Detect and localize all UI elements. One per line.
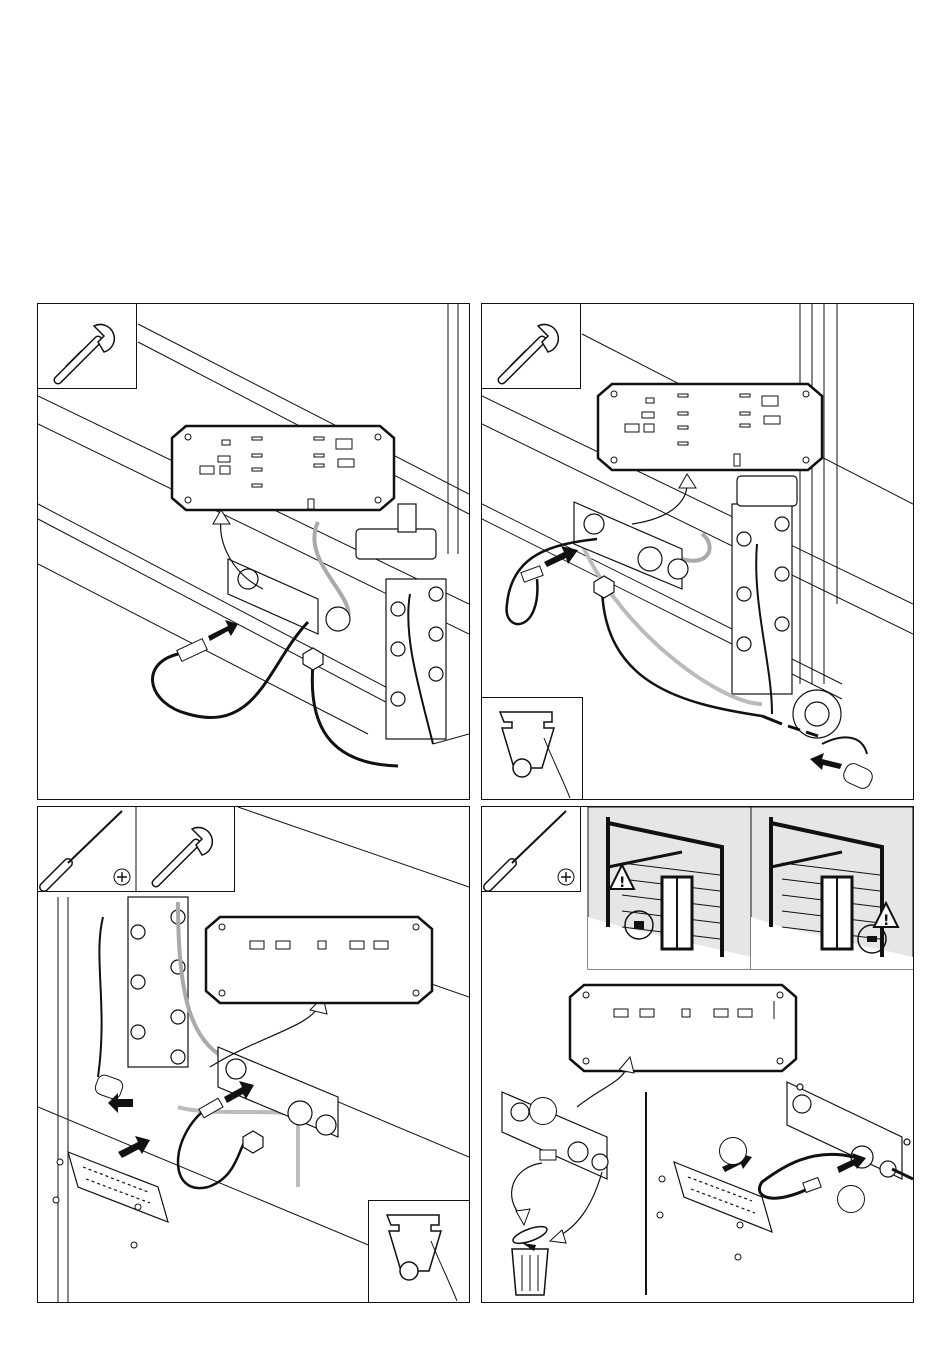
rail-clip-icon [369, 1201, 469, 1303]
tools-box-4 [482, 807, 581, 892]
control-board-closeup-4 [570, 985, 796, 1071]
tools-box-3 [38, 807, 235, 892]
control-board-closeup-2 [598, 384, 822, 470]
tools-icons-3 [38, 807, 234, 891]
tools-box-2 [482, 304, 581, 389]
open-end-wrench-icon [156, 827, 212, 883]
svg-text:!: ! [619, 875, 625, 891]
phillips-screwdriver-icon [482, 807, 580, 891]
step-panel-1 [37, 303, 470, 800]
substep-circle-3 [837, 1185, 865, 1213]
door-scene-warning-left: ! [588, 807, 751, 969]
rail-clip-inset-3 [368, 1200, 470, 1303]
rail-clip-inset-2 [482, 697, 583, 800]
step-panel-3 [37, 806, 470, 1303]
open-end-wrench-icon [38, 304, 136, 388]
rail-clip-icon [482, 698, 582, 800]
phillips-screwdriver-icon [44, 811, 130, 887]
step-panel-4: ! ! [481, 806, 914, 1303]
substep-circle-1 [529, 1097, 557, 1125]
step-panel-2 [481, 303, 914, 800]
svg-text:!: ! [883, 913, 889, 929]
cover-plate-3 [68, 1152, 168, 1222]
control-board-closeup-3 [206, 917, 432, 1003]
cover-plate-4 [674, 1162, 772, 1232]
open-end-wrench-icon [482, 304, 580, 388]
substep-circle-2 [719, 1137, 747, 1165]
control-board-closeup-1 [172, 426, 394, 510]
door-scene-warning-right: ! [751, 807, 913, 969]
trash-bin-icon [511, 1223, 549, 1295]
tools-box-1 [38, 304, 137, 389]
